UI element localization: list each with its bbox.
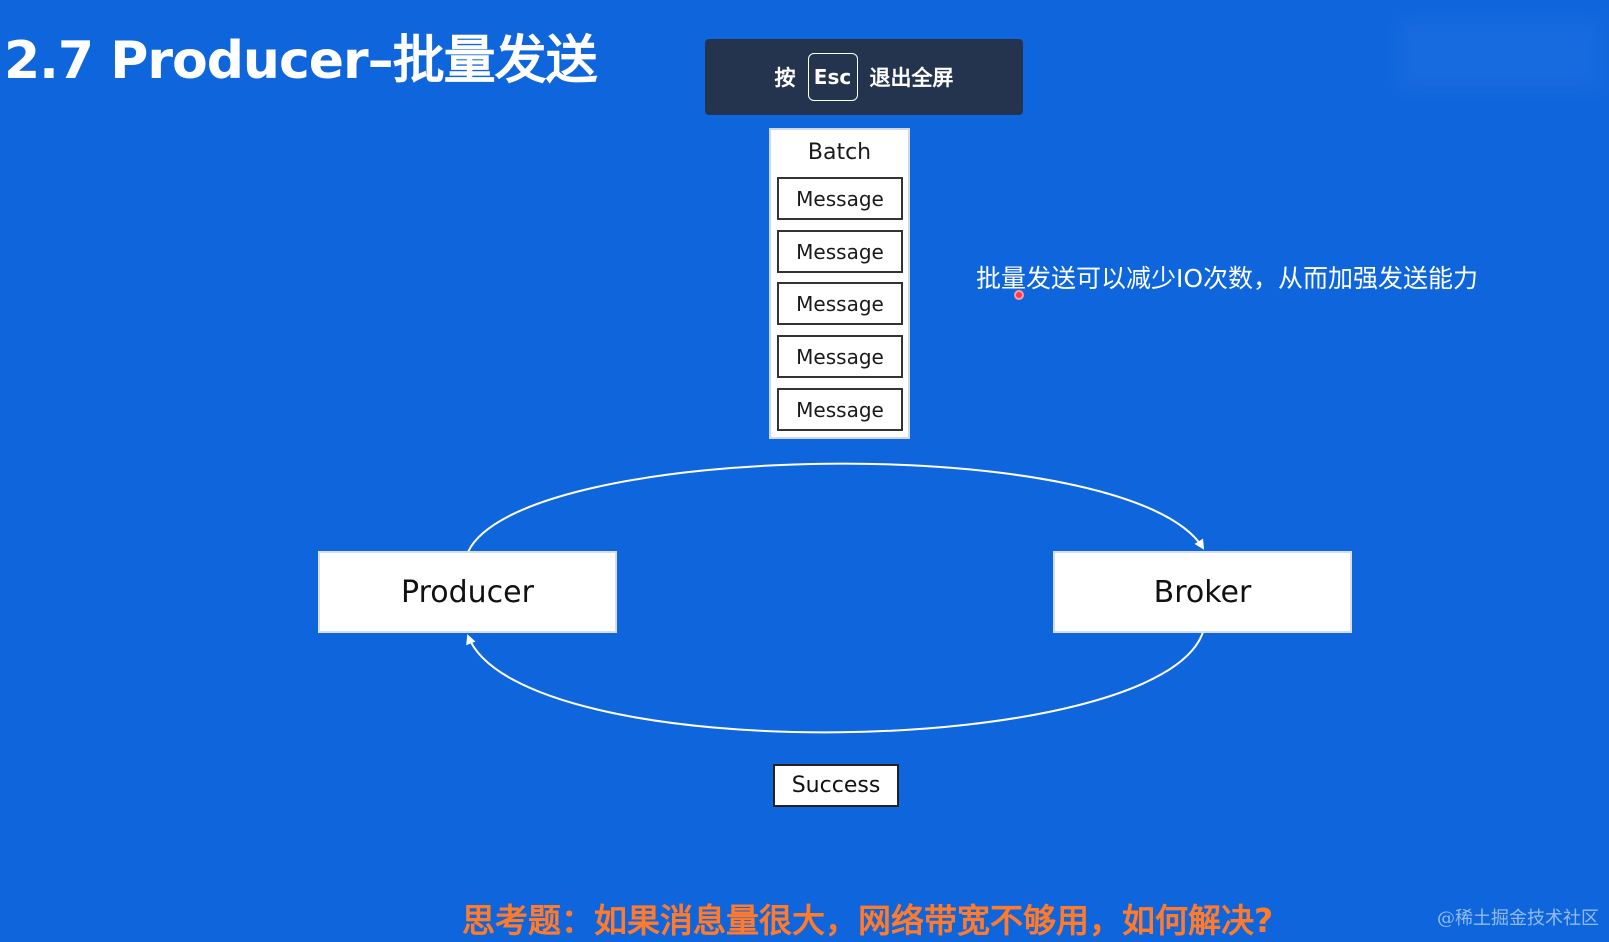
success-label: Success xyxy=(773,764,899,807)
watermark: @稀土掘金技术社区 xyxy=(1437,908,1599,929)
blurred-corner xyxy=(1400,20,1600,90)
slide-title: 2.7 Producer–批量发送 xyxy=(4,31,598,91)
message-box: Message xyxy=(777,177,903,220)
batch-note: 批量发送可以减少IO次数，从而加强发送能力 xyxy=(976,264,1479,293)
batch-label: Batch xyxy=(807,140,872,165)
broker-node: Broker xyxy=(1053,551,1352,633)
message-box: Message xyxy=(777,230,903,273)
message-box: Message xyxy=(777,388,903,431)
message-box: Message xyxy=(777,282,903,325)
ack-arrow xyxy=(466,631,1204,734)
send-arrow xyxy=(467,462,1205,553)
hint-suffix: 退出全屏 xyxy=(869,66,954,90)
message-box: Message xyxy=(777,335,903,378)
pointer-cursor xyxy=(1014,290,1024,300)
hint-prefix: 按 xyxy=(774,66,796,90)
fullscreen-exit-hint[interactable]: 按 Esc 退出全屏 xyxy=(705,39,1023,115)
esc-key[interactable]: Esc xyxy=(807,53,858,101)
producer-node: Producer xyxy=(318,551,617,633)
batch-container: Batch Message Message Message Message Me… xyxy=(769,128,910,439)
thinking-question: 思考题：如果消息量很大，网络带宽不够用，如何解决? xyxy=(462,901,1274,940)
